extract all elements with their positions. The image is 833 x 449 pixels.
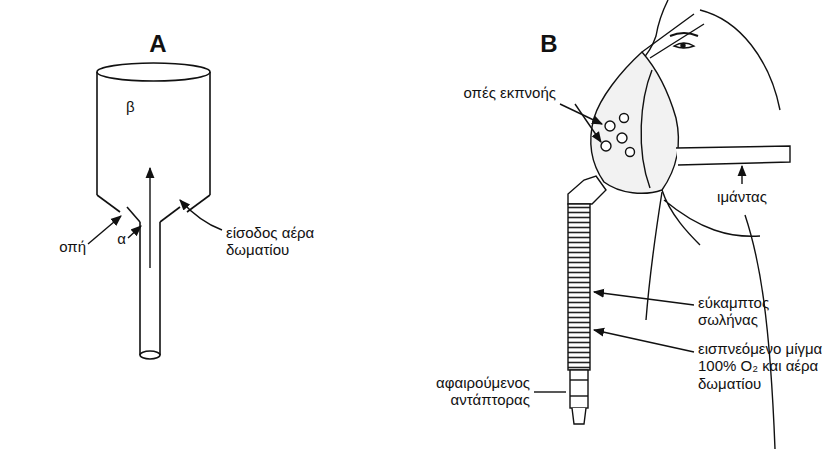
part-name: εισπνεόμενο μίγμα 100% O₂ και αέρα δωματ… bbox=[698, 340, 826, 392]
panel-letter: A bbox=[149, 30, 166, 58]
venturi-device bbox=[97, 63, 210, 359]
part-letter: β bbox=[126, 98, 135, 115]
part-name: εύκαμπτος σωλήνας bbox=[698, 294, 808, 329]
part-name: οπές εκπνοής bbox=[463, 84, 556, 101]
part-name: είσοδος αέρα δωματίου bbox=[226, 224, 336, 259]
flexible-tube bbox=[568, 204, 590, 424]
part-name: ιμάντας bbox=[717, 188, 767, 205]
part-name: οπή bbox=[59, 238, 86, 255]
part-name: αφαιρούμενος αντάπτορας bbox=[410, 374, 530, 409]
mask bbox=[568, 14, 704, 204]
strap bbox=[662, 146, 790, 245]
panel-letter: B bbox=[540, 30, 557, 58]
flow-arrows bbox=[88, 168, 222, 268]
part-letter: α bbox=[117, 230, 126, 247]
